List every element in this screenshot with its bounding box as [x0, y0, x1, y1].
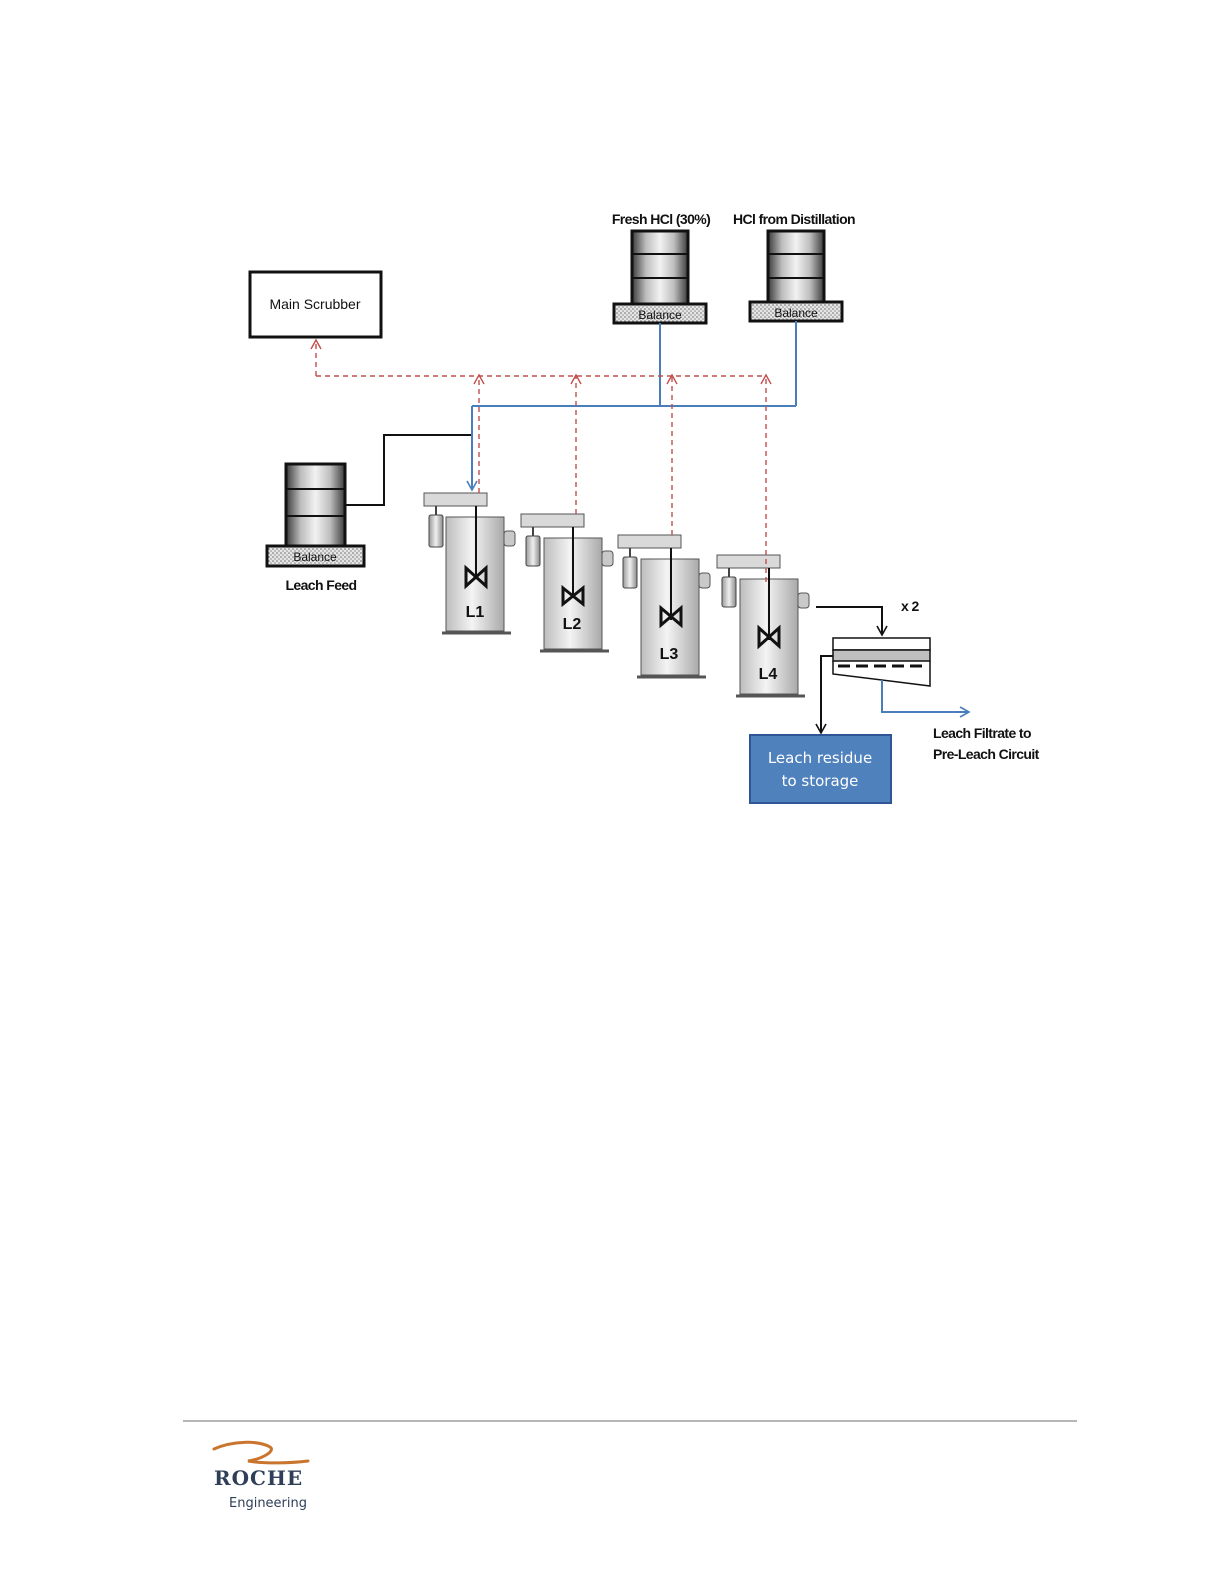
leach-feed-drum: Balance Leach Feed [265, 462, 366, 593]
filtrate-label-line2: Pre-Leach Circuit [933, 746, 1040, 762]
residue-line [815, 655, 833, 735]
hcl-distillation-drum: HCl from Distillation Balance [733, 211, 856, 323]
leach-tank-l1: L1 [423, 492, 516, 635]
residue-label-line1: Leach residue [768, 749, 872, 767]
fresh-hcl-drum: Fresh HCl (30%) Balance [612, 211, 711, 325]
leach-feed-line [345, 434, 472, 506]
tank-l2-label: L2 [563, 616, 582, 633]
filter-feed-line [816, 606, 888, 637]
leach-residue-box: Leach residue to storage [749, 734, 892, 804]
main-scrubber-box: Main Scrubber [248, 270, 383, 339]
residue-label-line2: to storage [782, 772, 859, 790]
fresh-hcl-balance-label: Balance [638, 308, 682, 322]
filter-count-label: x 2 [901, 598, 919, 614]
leach-tank-l4: L4 [716, 554, 810, 698]
main-scrubber-label: Main Scrubber [269, 296, 360, 312]
hcl-distillation-balance-label: Balance [774, 306, 818, 320]
roche-engineering-logo: ROCHE Engineering [212, 1440, 310, 1511]
tank-l4-label: L4 [759, 666, 778, 683]
hcl-distillation-label: HCl from Distillation [733, 211, 855, 227]
vent-lines [310, 338, 772, 582]
leach-tank-l2: L2 [520, 513, 614, 653]
logo-brand-text: ROCHE [214, 1466, 303, 1490]
leach-feed-label: Leach Feed [285, 577, 356, 593]
acid-feed-lines [466, 321, 797, 492]
leach-tank-l3: L3 [617, 534, 711, 679]
filtrate-line [881, 680, 971, 718]
belt-filter [832, 637, 931, 687]
logo-subbrand-text: Engineering [229, 1496, 307, 1511]
fresh-hcl-label: Fresh HCl (30%) [612, 211, 710, 227]
logo-swoosh-icon [212, 1440, 310, 1465]
filtrate-label-line1: Leach Filtrate to [933, 725, 1031, 741]
tank-l3-label: L3 [660, 646, 679, 663]
tank-l1-label: L1 [466, 604, 485, 621]
leach-feed-balance-label: Balance [293, 550, 337, 564]
